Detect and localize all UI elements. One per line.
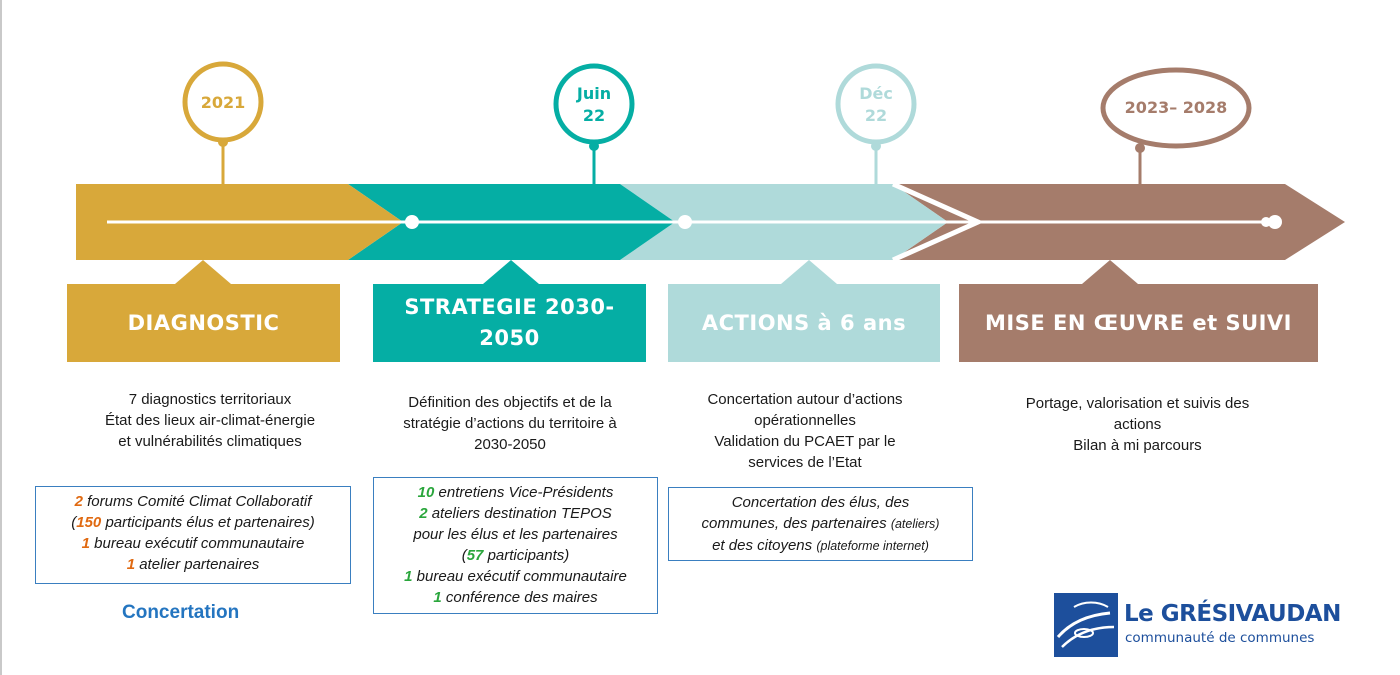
detail-line: 1 conférence des maires (374, 587, 657, 608)
axis-dot (405, 215, 419, 229)
description-line: actions (1113, 416, 1162, 433)
count-number: 1 (81, 535, 91, 552)
logo-mark-icon (1054, 593, 1118, 657)
axis-dot (1268, 215, 1282, 229)
count-number: 1 (433, 589, 442, 606)
milestone-text: 22 (582, 106, 606, 125)
detail-box-strategie: 10 entretiens Vice-Présidents 2 ateliers… (373, 477, 658, 614)
milestone-circle-juin22 (553, 63, 635, 145)
detail-line: pour les élus et les partenaires (413, 526, 618, 543)
phase-title: STRATEGIE 2030- (404, 295, 615, 319)
detail-text: ( (71, 514, 77, 531)
phase-title: DIAGNOSTIC (127, 311, 280, 335)
milestone-label-2021: 2021 (183, 92, 263, 114)
detail-text: et des citoyens (712, 537, 817, 554)
detail-line: Concertation des élus, des (731, 494, 910, 511)
detail-text: bureau exécutif communautaire (412, 568, 627, 585)
phase-box-diagnostic: DIAGNOSTIC (67, 284, 340, 362)
detail-line: et des citoyens (plateforme internet) (669, 535, 972, 557)
detail-box-diagnostic: 2 forums Comité Climat Collaboratif (150… (35, 486, 351, 584)
detail-text: forums Comité Climat Collaboratif (82, 493, 312, 510)
description-line: services de l’Etat (748, 454, 862, 471)
detail-text: participants élus et partenaires) (101, 514, 315, 531)
detail-line: 10 entretiens Vice-Présidents (374, 482, 657, 503)
detail-line: (150 participants élus et partenaires) (36, 512, 350, 533)
detail-text: bureau exécutif communautaire (90, 535, 305, 552)
logo-gresivaudan: Le GRÉSIVAUDAN communauté de communes (1054, 593, 1341, 659)
detail-line: 1 bureau exécutif communautaire (36, 533, 350, 554)
count-number: 57 (466, 547, 484, 564)
milestone-text: 2021 (200, 93, 246, 112)
detail-line: 2 forums Comité Climat Collaboratif (36, 491, 350, 512)
description-line: Concertation autour d’actions (707, 391, 903, 408)
detail-note: (plateforme internet) (816, 539, 929, 553)
detail-line: 1 atelier partenaires (36, 554, 350, 575)
detail-text: ( (461, 547, 467, 564)
detail-box-actions: Concertation des élus, des communes, des… (668, 487, 973, 561)
count-number: 2 (419, 505, 428, 522)
description-line: Portage, valorisation et suivis des (1025, 395, 1250, 412)
description-line: opérationnelles (754, 412, 856, 429)
milestone-text: 2023– 2028 (1124, 98, 1228, 117)
box-tab (483, 260, 539, 284)
description-line: Bilan à mi parcours (1073, 437, 1202, 454)
logo-title: Le GRÉSIVAUDAN (1124, 601, 1341, 627)
phase-box-mise-en-oeuvre: MISE EN ŒUVRE et SUIVI (959, 284, 1318, 362)
description-diagnostic: 7 diagnostics territoriaux État des lieu… (60, 389, 360, 452)
box-tab (1082, 260, 1138, 284)
phase-title: 2050 (479, 326, 540, 350)
detail-text: participants) (483, 547, 570, 564)
description-actions: Concertation autour d’actions opérationn… (660, 389, 950, 473)
description-line: Définition des objectifs et de la (408, 394, 612, 411)
detail-line: 2 ateliers destination TEPOS (374, 503, 657, 524)
detail-line: communes, des partenaires (ateliers) (669, 513, 972, 535)
milestone-label-juin22: Juin 22 (554, 83, 634, 127)
count-number: 150 (76, 514, 102, 531)
detail-line: 1 bureau exécutif communautaire (374, 566, 657, 587)
detail-text: ateliers destination TEPOS (427, 505, 612, 522)
description-line: 2030-2050 (474, 436, 546, 453)
count-number: 2 (74, 493, 83, 510)
axis-dot (678, 215, 692, 229)
milestone-text: Déc (859, 84, 893, 103)
description-line: Validation du PCAET par le (714, 433, 896, 450)
milestone-label-dec22: Déc 22 (836, 83, 916, 127)
detail-text: entretiens Vice-Présidents (434, 484, 614, 501)
milestone-knob (1135, 143, 1145, 153)
detail-text: communes, des partenaires (701, 515, 891, 532)
box-tab (175, 260, 231, 284)
phase-title: MISE EN ŒUVRE et SUIVI (984, 311, 1292, 335)
left-border (0, 0, 2, 675)
logo-subtitle: communauté de communes (1125, 630, 1315, 646)
description-line: stratégie d’actions du territoire à (403, 415, 617, 432)
description-mise-en-oeuvre: Portage, valorisation et suivis des acti… (985, 393, 1290, 456)
milestone-text: Juin (576, 84, 612, 103)
milestone-circle-2021 (182, 61, 264, 143)
milestone-text: 22 (864, 106, 888, 125)
description-line: 7 diagnostics territoriaux (128, 391, 292, 408)
phase-title: ACTIONS à 6 ans (701, 311, 907, 335)
description-line: État des lieux air-climat-énergie (104, 412, 316, 429)
detail-text: atelier partenaires (135, 556, 260, 573)
count-number: 10 (417, 484, 435, 501)
box-tab (781, 260, 837, 284)
detail-text: conférence des maires (441, 589, 598, 606)
detail-line: (57 participants) (374, 545, 657, 566)
description-line: et vulnérabilités climatiques (118, 433, 302, 450)
description-strategie: Définition des objectifs et de la straté… (365, 392, 655, 455)
milestone-label-2023-2028: 2023– 2028 (1106, 97, 1246, 119)
count-number: 1 (404, 568, 413, 585)
concertation-label: Concertation (122, 602, 240, 623)
milestone-circle-dec22 (835, 63, 917, 145)
milestone-ellipse-2023-2028 (1100, 67, 1252, 149)
phase-box-strategie: STRATEGIE 2030- 2050 (373, 284, 646, 362)
detail-note: (ateliers) (890, 517, 940, 531)
phase-box-actions: ACTIONS à 6 ans (668, 284, 940, 362)
count-number: 1 (126, 556, 136, 573)
